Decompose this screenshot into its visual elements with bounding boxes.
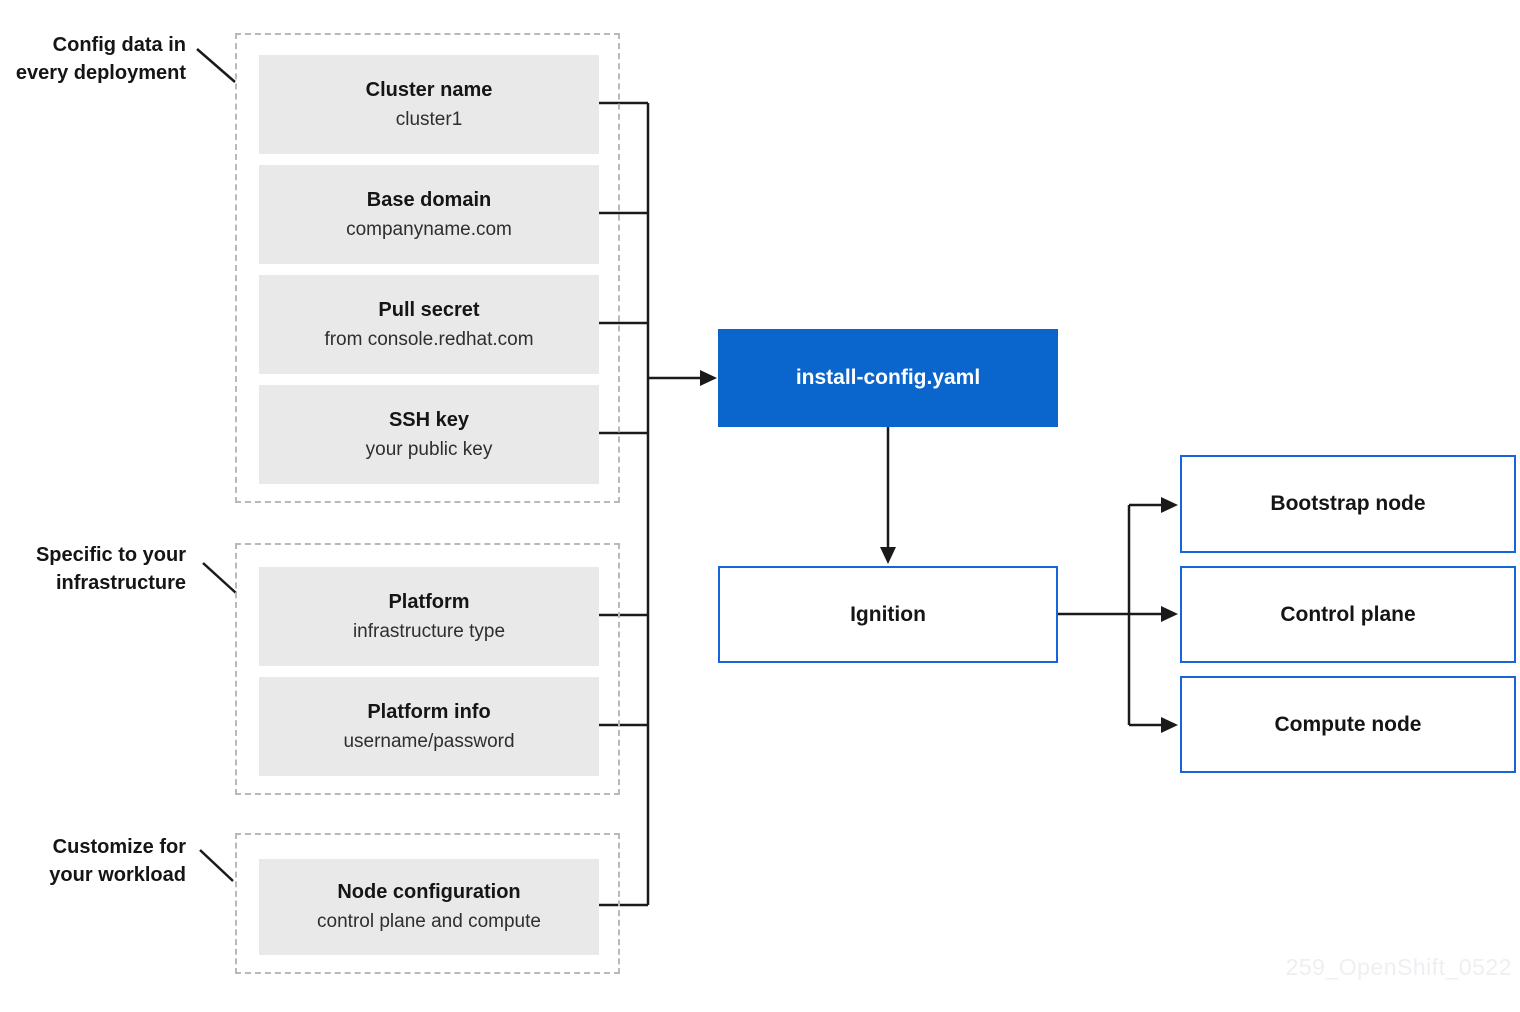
pointer-line-specific-infrastructure <box>202 562 237 594</box>
group-config-data: Cluster name cluster1 Base domain compan… <box>235 33 620 503</box>
box-platform-info-subtitle: username/password <box>343 730 515 752</box>
annotation-customize-line1: Customize for <box>52 836 186 858</box>
box-pull-secret: Pull secret from console.redhat.com <box>259 275 599 374</box>
annotation-customize-workload: Customize for your workload <box>0 833 186 889</box>
box-platform-subtitle: infrastructure type <box>352 620 506 642</box>
box-ssh-key-subtitle: your public key <box>365 438 493 460</box>
box-install-config-yaml: install-config.yaml <box>718 329 1058 427</box>
box-node-configuration: Node configuration control plane and com… <box>259 859 599 955</box>
arrowhead-to-bootstrap-icon <box>1161 497 1178 513</box>
box-base-domain: Base domain companyname.com <box>259 165 599 264</box>
annotation-customize-line2: your workload <box>49 864 186 886</box>
annotation-config-data: Config data in every deployment <box>0 31 186 87</box>
pointer-line-config-data <box>196 48 236 83</box>
box-ssh-key: SSH key your public key <box>259 385 599 484</box>
box-pull-secret-subtitle: from console.redhat.com <box>324 328 534 350</box>
annotation-config-data-line2: every deployment <box>15 62 186 84</box>
box-node-configuration-subtitle: control plane and compute <box>317 911 541 932</box>
compute-node-label: Compute node <box>1274 712 1422 736</box>
arrowhead-to-compute-icon <box>1161 717 1178 733</box>
box-base-domain-subtitle: companyname.com <box>346 218 512 240</box>
box-cluster-name-title: Cluster name <box>365 78 493 101</box>
box-platform-info-title: Platform info <box>367 700 491 723</box>
group-infrastructure: Platform infrastructure type Platform in… <box>235 543 620 795</box>
box-cluster-name: Cluster name cluster1 <box>259 55 599 154</box>
arrowhead-to-install-config-icon <box>700 370 717 386</box>
annotation-specific-line2: infrastructure <box>55 572 186 594</box>
watermark: 259_OpenShift_0522 <box>1285 954 1512 980</box>
arrowhead-to-ignition-icon <box>880 547 896 564</box>
annotation-specific-line1: Specific to your <box>35 544 186 566</box>
box-platform: Platform infrastructure type <box>259 567 599 666</box>
box-control-plane: Control plane <box>1180 566 1516 663</box>
install-config-yaml-label: install-config.yaml <box>795 366 981 389</box>
box-cluster-name-subtitle: cluster1 <box>395 108 463 130</box>
arrowhead-to-control-plane-icon <box>1161 606 1178 622</box>
box-node-configuration-title: Node configuration <box>337 881 521 903</box>
box-platform-title: Platform <box>388 590 470 613</box>
annotation-config-data-line1: Config data in <box>52 34 186 56</box>
box-ignition: Ignition <box>718 566 1058 663</box>
box-platform-info: Platform info username/password <box>259 677 599 776</box>
ignition-label: Ignition <box>850 602 926 626</box>
box-bootstrap-node: Bootstrap node <box>1180 455 1516 553</box>
box-compute-node: Compute node <box>1180 676 1516 773</box>
box-pull-secret-title: Pull secret <box>378 298 480 321</box>
annotation-specific-infrastructure: Specific to your infrastructure <box>0 541 186 597</box>
group-workload: Node configuration control plane and com… <box>235 833 620 974</box>
box-ssh-key-title: SSH key <box>388 408 470 431</box>
box-base-domain-title: Base domain <box>366 188 492 211</box>
pointer-line-customize-workload <box>199 849 234 882</box>
control-plane-label: Control plane <box>1280 602 1416 626</box>
bootstrap-node-label: Bootstrap node <box>1270 492 1426 515</box>
